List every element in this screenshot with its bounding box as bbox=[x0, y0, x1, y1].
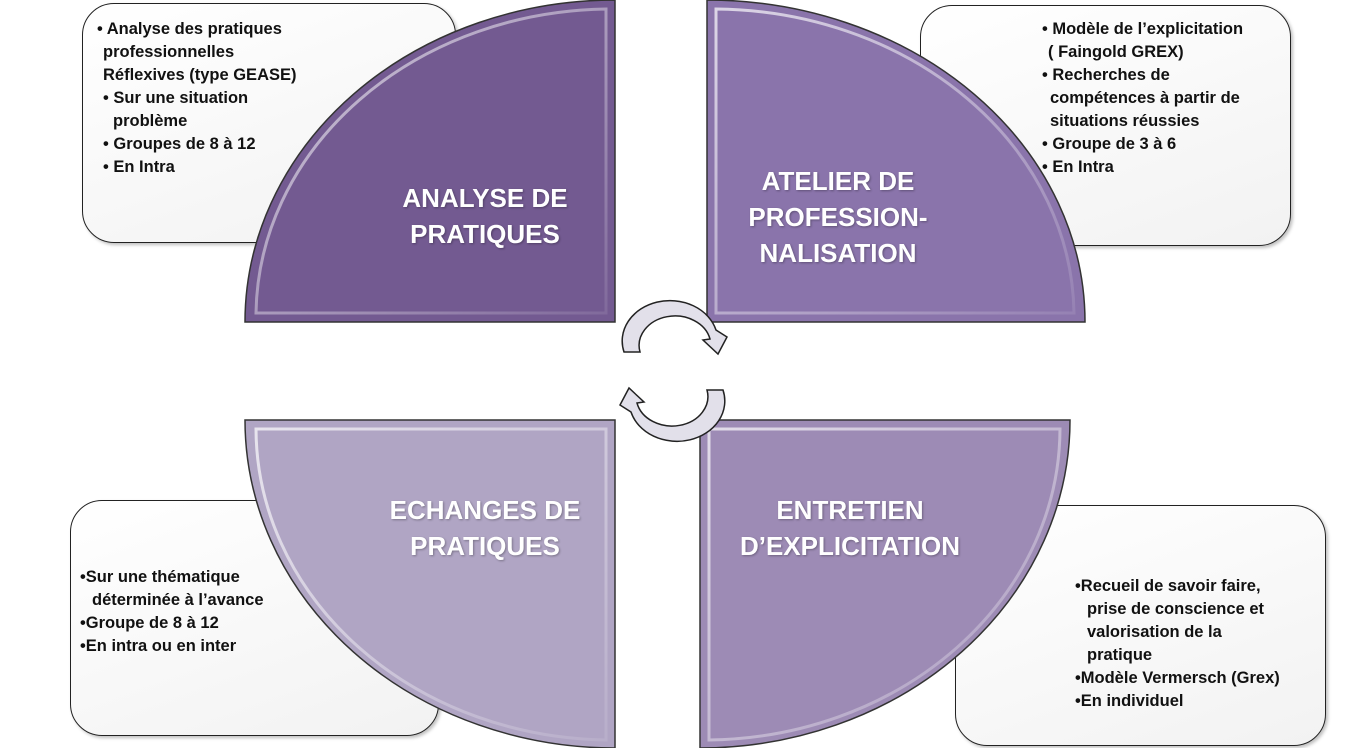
bullet-line: Réflexives (type GEASE) bbox=[103, 66, 297, 84]
bullet-line: ( Faingold GREX) bbox=[1048, 43, 1184, 61]
bullet-line: • Groupe de 3 à 6 bbox=[1042, 135, 1177, 153]
analyse-bullets: • Analyse des pratiques professionnelles… bbox=[97, 18, 297, 179]
title-line: ECHANGES DE bbox=[389, 495, 581, 525]
atelier-bullets: • Modèle de l’explicitation ( Faingold G… bbox=[1042, 18, 1243, 179]
bullet-line: •Groupe de 8 à 12 bbox=[80, 614, 219, 632]
bullet-line: compétences à partir de bbox=[1050, 89, 1240, 107]
bullet-line: prise de conscience et bbox=[1087, 600, 1264, 618]
entretien-bullets: •Recueil de savoir faire, prise de consc… bbox=[1075, 575, 1280, 713]
bullet-line: déterminée à l’avance bbox=[92, 591, 264, 609]
title-line: PRATIQUES bbox=[410, 219, 560, 249]
bullet-line: valorisation de la bbox=[1087, 623, 1222, 641]
atelier-quadrant bbox=[706, 0, 1086, 323]
bullet-line: • Groupes de 8 à 12 bbox=[103, 135, 256, 153]
title-line: D’EXPLICITATION bbox=[739, 531, 961, 561]
title-line: ANALYSE DE bbox=[402, 183, 568, 213]
entretien-quadrant bbox=[699, 419, 1071, 748]
echanges-quadrant bbox=[244, 419, 616, 748]
bullet-line: professionnelles bbox=[103, 43, 235, 61]
title-line: NALISATION bbox=[759, 238, 917, 268]
bullet-line: pratique bbox=[1087, 646, 1153, 664]
title-line: PROFESSION- bbox=[748, 202, 928, 232]
analyse-title: ANALYSE DE PRATIQUES bbox=[385, 180, 585, 252]
entretien-title: ENTRETIEN D’EXPLICITATION bbox=[735, 492, 965, 564]
bullet-line: •En individuel bbox=[1075, 692, 1184, 710]
title-line: ATELIER DE bbox=[761, 166, 915, 196]
title-line: ENTRETIEN bbox=[776, 495, 924, 525]
echanges-title: ECHANGES DE PRATIQUES bbox=[375, 492, 595, 564]
bullet-line: • En Intra bbox=[1042, 158, 1114, 176]
bullet-line: problème bbox=[113, 112, 188, 130]
analyse-quadrant bbox=[244, 0, 616, 323]
bullet-line: • Modèle de l’explicitation bbox=[1042, 20, 1244, 38]
bullet-line: • Analyse des pratiques bbox=[97, 20, 282, 38]
bullet-line: •En intra ou en inter bbox=[80, 637, 237, 655]
bullet-line: •Recueil de savoir faire, bbox=[1075, 577, 1261, 595]
bullet-line: situations réussies bbox=[1050, 112, 1200, 130]
bullet-line: •Modèle Vermersch (Grex) bbox=[1075, 669, 1280, 687]
bullet-line: • Sur une situation bbox=[103, 89, 249, 107]
bullet-line: •Sur une thématique bbox=[80, 568, 240, 586]
cycle-arrows-icon bbox=[619, 299, 728, 443]
echanges-bullets: •Sur une thématique déterminée à l’avanc… bbox=[80, 566, 264, 658]
bullet-line: • En Intra bbox=[103, 158, 175, 176]
bullet-line: • Recherches de bbox=[1042, 66, 1170, 84]
atelier-title: ATELIER DE PROFESSION- NALISATION bbox=[738, 163, 938, 271]
title-line: PRATIQUES bbox=[410, 531, 560, 561]
